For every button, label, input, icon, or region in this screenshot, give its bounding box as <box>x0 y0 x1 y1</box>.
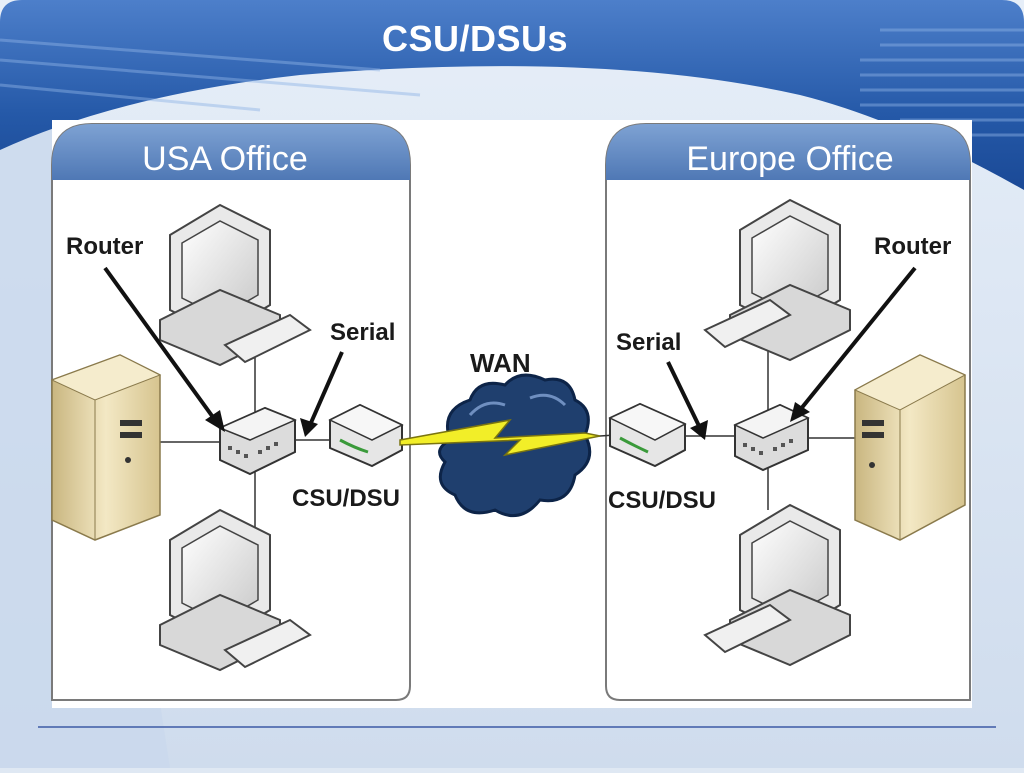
slide-title: CSU/DSUs <box>381 18 569 59</box>
europe-workstation-bottom-icon <box>703 503 851 667</box>
usa-router-label: Router <box>66 233 143 260</box>
usa-serial-label: Serial <box>330 319 395 346</box>
wan-label: WAN <box>470 348 531 378</box>
europe-csu-dsu-label: CSU/DSU <box>608 487 716 514</box>
europe-csu-dsu-icon <box>608 402 687 468</box>
usa-csu-dsu-icon <box>328 403 404 468</box>
europe-router-label: Router <box>874 233 951 260</box>
usa-server-icon <box>50 354 162 541</box>
wan-lightning-icon <box>399 418 601 457</box>
europe-server-icon <box>853 354 967 541</box>
usa-router-icon <box>218 406 297 476</box>
usa-csu-dsu-label: CSU/DSU <box>292 485 400 512</box>
usa-annotation-arrows <box>103 266 344 437</box>
europe-router-icon <box>733 403 810 472</box>
europe-annotation-arrows <box>666 266 917 440</box>
europe-office-title: Europe Office <box>686 140 893 178</box>
usa-workstation-bottom-icon <box>159 508 312 672</box>
usa-office-title: USA Office <box>142 140 308 178</box>
europe-serial-label: Serial <box>616 329 681 356</box>
europe-workstation-top-icon <box>703 198 851 362</box>
usa-office-panel: USA Office <box>51 123 411 701</box>
usa-workstation-top-icon <box>159 203 312 367</box>
